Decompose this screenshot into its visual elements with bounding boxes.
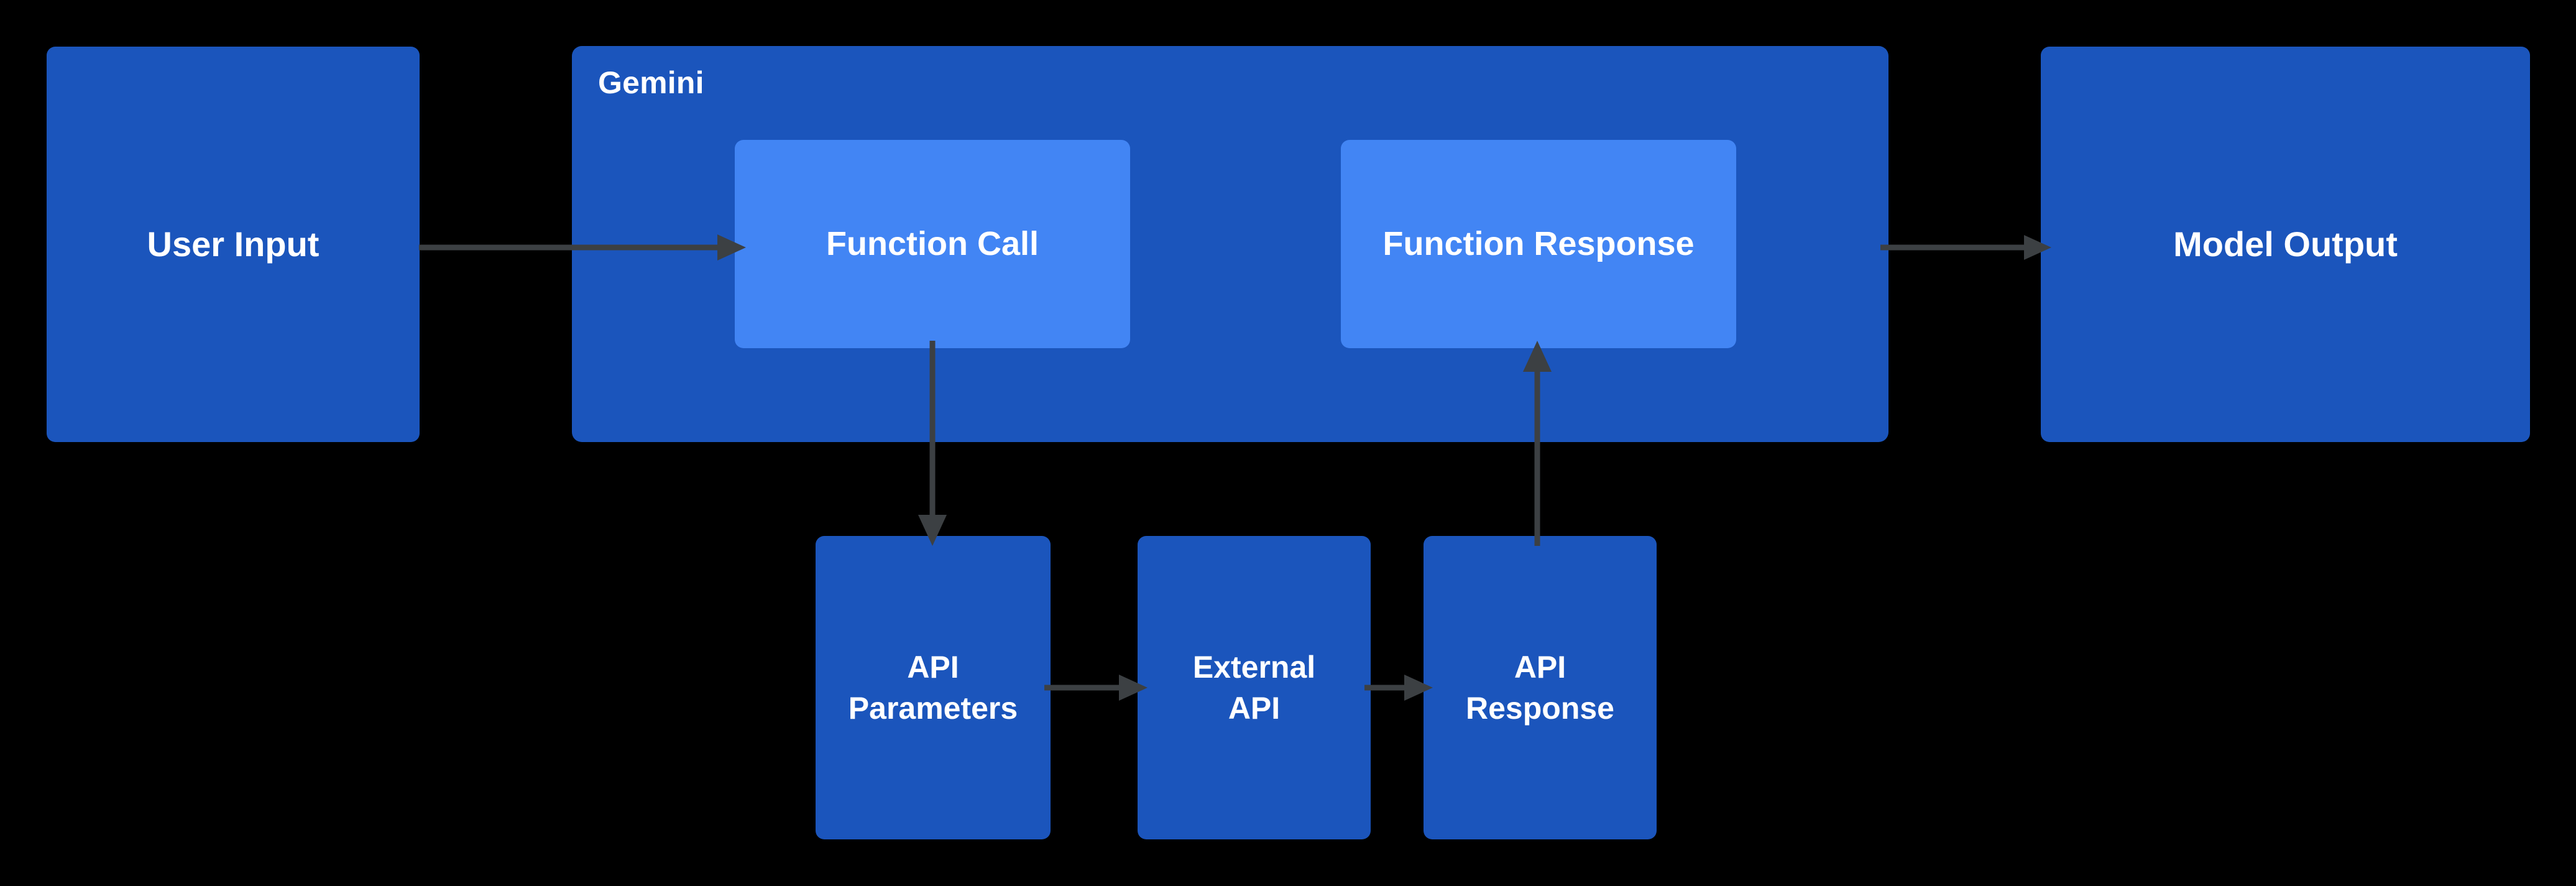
node-api-response[interactable]: API Response — [1424, 536, 1657, 839]
edge-external-api-to-api-response — [1364, 675, 1433, 701]
node-model-output[interactable]: Model Output — [2041, 47, 2530, 442]
edge-function-call-to-api-parameters — [918, 341, 947, 546]
edge-api-parameters-to-external-api — [1044, 675, 1148, 701]
node-external-api[interactable]: External API — [1138, 536, 1371, 839]
node-function-response[interactable]: Function Response — [1341, 140, 1736, 348]
node-function-call-label: Function Call — [826, 224, 1039, 262]
node-function-response-label: Function Response — [1382, 224, 1695, 262]
group-gemini-label: Gemini — [598, 65, 704, 100]
edge-user-input-to-function-call — [419, 234, 746, 261]
node-api-parameters-label: API Parameters — [848, 650, 1018, 726]
edge-function-response-to-model-output — [1880, 235, 2051, 260]
node-api-parameters[interactable]: API Parameters — [816, 536, 1051, 839]
node-api-response-label: API Response — [1466, 650, 1614, 726]
node-function-call[interactable]: Function Call — [735, 140, 1130, 348]
node-user-input-label: User Input — [147, 224, 320, 264]
edge-api-response-to-function-response — [1523, 341, 1552, 546]
node-user-input[interactable]: User Input — [47, 47, 420, 442]
node-model-output-label: Model Output — [2173, 224, 2398, 264]
node-external-api-label: External API — [1192, 650, 1316, 726]
